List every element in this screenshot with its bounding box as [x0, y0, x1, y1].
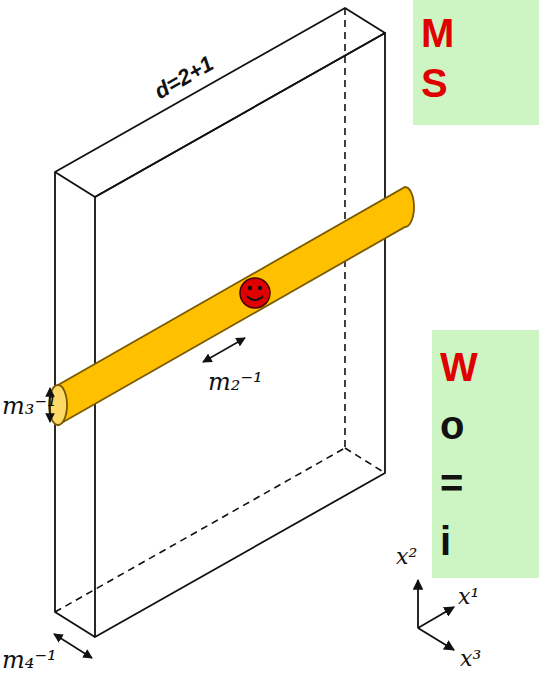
cylinder — [49, 187, 414, 425]
axes — [418, 580, 454, 650]
dimension-label: d=2+1 — [150, 51, 218, 105]
smiley-face — [240, 278, 270, 308]
axis-label: x² — [396, 544, 417, 569]
size-label: m₃⁻¹ — [2, 392, 57, 420]
size-label: m₂⁻¹ — [208, 368, 263, 396]
panel-text: W — [440, 338, 531, 396]
axis-label: x³ — [460, 646, 481, 671]
panel-text: o = i — [440, 396, 484, 570]
green-panel: Wo = i — [432, 330, 539, 578]
size-label: m₄⁻¹ — [2, 646, 57, 674]
green-panel: M S — [413, 0, 539, 125]
axis-label: x¹ — [458, 584, 479, 609]
panel-text: M S — [421, 8, 465, 108]
